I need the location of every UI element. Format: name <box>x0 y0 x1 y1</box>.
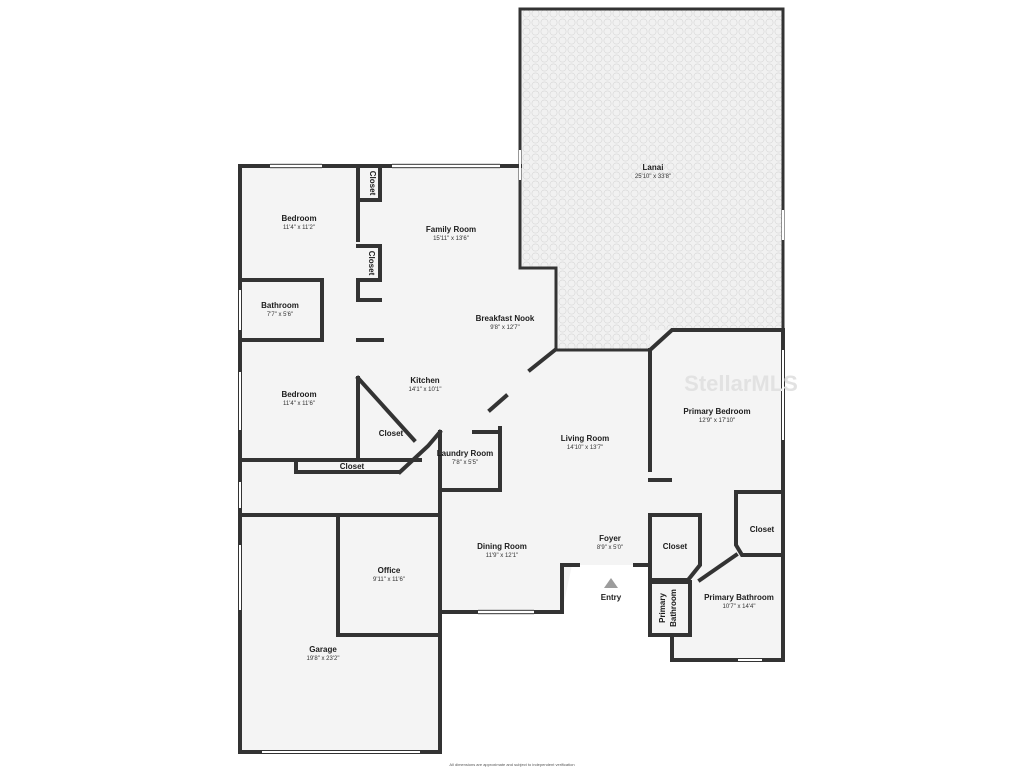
entry-label: Entry <box>601 593 622 602</box>
room-living-room-name: Living Room <box>561 434 609 443</box>
room-primary-bathroom-dim: 10'7" x 14'4" <box>723 604 756 610</box>
footnote: All dimensions are approximate and subje… <box>449 762 574 767</box>
room-office-name: Office <box>378 566 401 575</box>
room-kitchen-name: Kitchen <box>410 376 439 385</box>
closet-hall-label: Closet <box>340 462 365 471</box>
room-bedroom-1-dim: 11'4" x 11'2" <box>283 225 315 231</box>
room-garage-name: Garage <box>309 645 337 654</box>
room-dining-room-dim: 11'9" x 12'1" <box>486 553 518 559</box>
primary-bathroom-small-line2: Bathroom <box>669 589 678 627</box>
room-primary-bathroom-name: Primary Bathroom <box>704 593 774 602</box>
house-floor <box>240 166 783 752</box>
room-office-dim: 9'11" x 11'6" <box>373 577 405 583</box>
room-labels: Lanai 25'10" x 33'8" Family Room 15'11" … <box>261 163 774 662</box>
room-family-room-dim: 15'11" x 13'6" <box>433 236 469 242</box>
closet-mid-label: Closet <box>367 251 376 276</box>
closet-bath-label: Closet <box>663 542 688 551</box>
walls <box>238 7 785 754</box>
room-bedroom-2-name: Bedroom <box>281 390 316 399</box>
closet-top-label: Closet <box>368 171 377 196</box>
room-breakfast-nook-dim: 9'8" x 12'7" <box>490 325 520 331</box>
primary-bathroom-small-line1: Primary <box>658 593 667 623</box>
room-lanai-dim: 25'10" x 33'8" <box>635 174 671 180</box>
closet-kitchen-label: Closet <box>379 429 404 438</box>
room-lanai-name: Lanai <box>643 163 664 172</box>
room-bathroom-name: Bathroom <box>261 301 299 310</box>
watermark-logo: StellarMLS <box>684 371 798 396</box>
room-bedroom-1-name: Bedroom <box>281 214 316 223</box>
room-bathroom-dim: 7'7" x 5'6" <box>267 312 293 318</box>
room-laundry-room-name: Laundry Room <box>437 449 493 458</box>
room-primary-bedroom-name: Primary Bedroom <box>683 407 750 416</box>
room-dining-room-name: Dining Room <box>477 542 527 551</box>
room-garage-dim: 19'8" x 23'2" <box>307 656 340 662</box>
room-laundry-room-dim: 7'8" x 5'5" <box>452 460 478 466</box>
room-bedroom-2-dim: 11'4" x 11'6" <box>283 401 315 407</box>
entry-arrow-icon <box>604 578 618 588</box>
room-kitchen-dim: 14'1" x 10'1" <box>409 387 442 393</box>
room-foyer-name: Foyer <box>599 534 621 543</box>
room-breakfast-nook-name: Breakfast Nook <box>476 314 535 323</box>
floors <box>240 9 783 752</box>
room-family-room-name: Family Room <box>426 225 476 234</box>
closet-primary-label: Closet <box>750 525 775 534</box>
room-foyer-dim: 8'9" x 5'0" <box>597 545 623 551</box>
lanai-floor <box>520 9 783 352</box>
room-primary-bedroom-dim: 12'9" x 17'10" <box>699 418 735 424</box>
room-living-room-dim: 14'10" x 13'7" <box>567 445 603 451</box>
windows <box>239 150 784 753</box>
